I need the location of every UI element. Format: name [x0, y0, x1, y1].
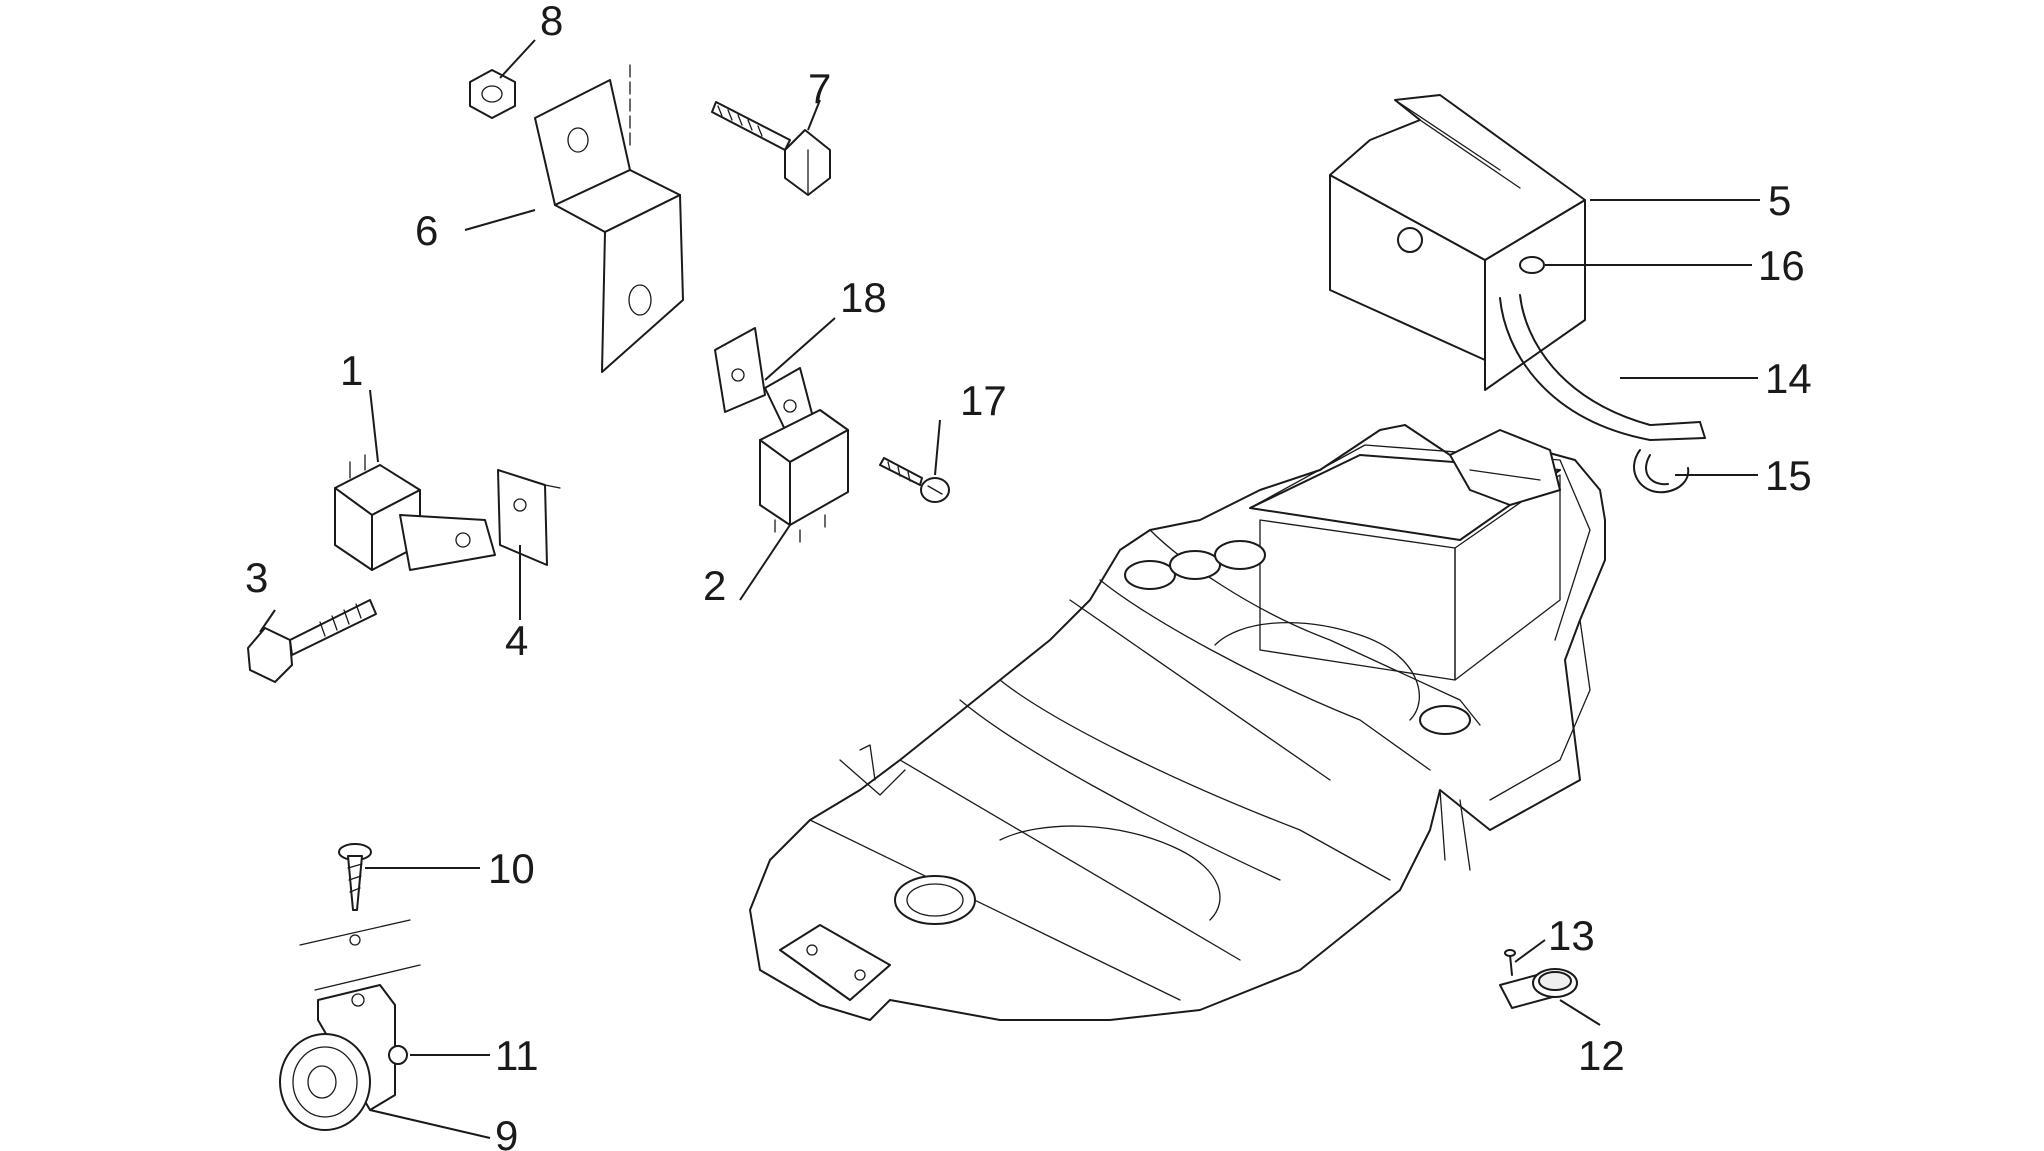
- callout-11: 11: [495, 1032, 539, 1079]
- clip-part-4: [497, 469, 561, 566]
- callout-17: 17: [960, 377, 1007, 424]
- clamp-part-15: [1633, 449, 1690, 494]
- leader-lines: [259, 39, 1760, 1139]
- horn-part-9: [279, 919, 421, 1131]
- callout-10: 10: [488, 845, 535, 892]
- callout-2: 2: [703, 562, 726, 609]
- callout-8: 8: [540, 0, 563, 44]
- underseat-tray: [749, 424, 1606, 1021]
- callout-13: 13: [1548, 912, 1595, 959]
- nut-part-8: [469, 69, 516, 119]
- bolt-part-3: [247, 599, 377, 683]
- nut-part-11: [388, 1045, 408, 1065]
- callout-12: 12: [1578, 1032, 1625, 1079]
- relay-part-2: [759, 367, 849, 543]
- callout-3: 3: [245, 554, 268, 601]
- callout-14: 14: [1765, 355, 1812, 402]
- battery-part-5: [1329, 94, 1586, 391]
- hose-part-14: [1499, 294, 1706, 441]
- screw-part-13: [1504, 949, 1516, 976]
- clip-part-18: [714, 327, 766, 413]
- callout-16: 16: [1758, 242, 1805, 289]
- callout-4: 4: [505, 617, 528, 664]
- callout-7: 7: [808, 65, 831, 112]
- washer-part-16: [1519, 256, 1545, 274]
- bracket-part-6: [534, 64, 684, 373]
- cap-part-12: [1499, 968, 1578, 1009]
- callout-5: 5: [1768, 177, 1791, 224]
- screw-part-17: [879, 457, 950, 503]
- callout-18: 18: [840, 274, 887, 321]
- callout-15: 15: [1765, 452, 1812, 499]
- callout-labels: 1 2 3 4 5 6 7 8 9 10 11 12 13 14 15 16 1…: [245, 0, 1812, 1151]
- screw-part-10: [338, 843, 372, 946]
- bolt-part-7: [711, 101, 831, 196]
- relay-part-1: [334, 454, 496, 571]
- callout-9: 9: [495, 1112, 518, 1151]
- callout-1: 1: [340, 347, 363, 394]
- callout-6: 6: [415, 207, 438, 254]
